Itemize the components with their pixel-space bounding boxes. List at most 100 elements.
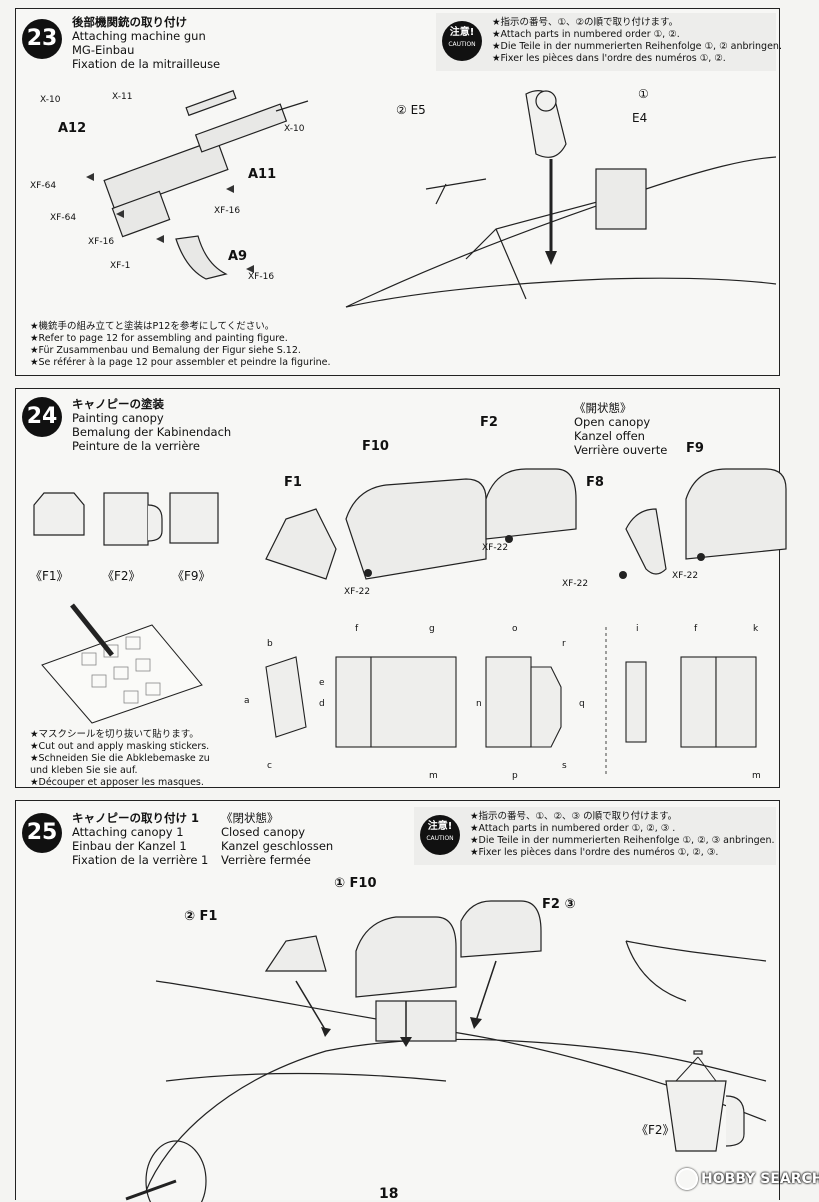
- label-xf64-b: XF-64: [50, 213, 77, 223]
- caution-line-fr: ★Fixer les pièces dans l'ordre des numér…: [492, 53, 726, 64]
- label-f2: F2 ③: [542, 897, 576, 912]
- title-de: Bemalung der Kabinendach: [72, 425, 232, 439]
- figure-note: ★機銃手の組み立てと塗装はP12を参考にしてください。 ★Refer to pa…: [30, 321, 331, 369]
- open-en: Open canopy: [574, 415, 651, 429]
- caution-line-en: ★Attach parts in numbered order ①, ②.: [492, 29, 680, 40]
- letter-f: f: [355, 624, 359, 634]
- label-e4-number: ①: [638, 87, 649, 101]
- step-24-panel: 24 キャノピーの塗装 Painting canopy Bemalung der…: [15, 388, 787, 789]
- part-f1: F1: [284, 475, 302, 490]
- letter-r: r: [562, 639, 566, 649]
- letter-b: b: [267, 639, 273, 649]
- letter-f-b: f: [694, 624, 698, 634]
- watermark: HOBBY SEARCH: [676, 1168, 819, 1190]
- title-de: MG-Einbau: [72, 43, 135, 57]
- title-ja: キャノピーの塗装: [72, 397, 164, 411]
- letter-p: p: [512, 771, 518, 781]
- note-en: ★Refer to page 12 for assembling and pai…: [30, 333, 288, 344]
- masking-sheet-drawing: [41, 603, 203, 724]
- note-fr: ★Se référer à la page 12 pour assembler …: [30, 357, 331, 368]
- watermark-logo-icon: [676, 1168, 698, 1190]
- letter-g: g: [429, 624, 435, 634]
- label-e5: ② E5: [396, 103, 426, 117]
- part-views-drawing: [33, 492, 219, 546]
- caution-line-ja: ★指示の番号、①、②、③ の順で取り付けます。: [470, 811, 678, 822]
- part-f9: F9: [686, 441, 704, 456]
- letter-s: s: [562, 761, 567, 771]
- closed-fr: Verrière fermée: [221, 853, 311, 867]
- label-x10-b: X-10: [284, 124, 305, 134]
- paint-xf22-c: XF-22: [562, 579, 589, 589]
- letter-m: m: [752, 771, 761, 781]
- step-number: 24: [22, 397, 62, 437]
- label-a12: A12: [58, 121, 87, 136]
- open-ja: 《開状態》: [574, 401, 632, 415]
- title-en: Attaching machine gun: [72, 29, 206, 43]
- label-xf1: XF-1: [110, 261, 131, 271]
- title-fr: Peinture de la verrière: [72, 439, 200, 453]
- masking-note: ★マスクシールを切り抜いて貼ります。 ★Cut out and apply ma…: [30, 729, 210, 789]
- paint-xf22-d: XF-22: [672, 571, 699, 581]
- part-f8: F8: [586, 475, 604, 490]
- label-f10: ① F10: [334, 876, 377, 891]
- caution-badge: 注意!CAUTION: [442, 21, 482, 61]
- aircraft-canopy-drawing: [125, 900, 767, 1202]
- title-ja: 後部機関銃の取り付け: [72, 15, 187, 29]
- label-xf16: XF-16: [214, 206, 241, 216]
- step-titles: キャノピーの塗装 Painting canopy Bemalung der Ka…: [72, 397, 231, 453]
- open-fr: Verrière ouverte: [574, 443, 668, 457]
- caution-line-en: ★Attach parts in numbered order ①, ②, ③ …: [470, 823, 676, 834]
- paint-xf22: XF-22: [344, 587, 371, 597]
- title-de: Einbau der Kanzel 1: [72, 839, 187, 853]
- caution-box: 注意!CAUTION ★指示の番号、①、②の順で取り付けます。 ★Attach …: [436, 13, 782, 71]
- step-number: 25: [22, 813, 62, 853]
- caution-line-de: ★Die Teile in der nummerierten Reihenfol…: [492, 41, 782, 52]
- title-fr: Fixation de la verrière 1: [72, 853, 209, 867]
- title-en: Attaching canopy 1: [72, 825, 184, 839]
- letter-q: q: [579, 699, 585, 709]
- step-23-panel: 23 後部機関銃の取り付け Attaching machine gun MG-E…: [15, 8, 782, 376]
- caution-box: 注意!CAUTION ★指示の番号、①、②、③ の順で取り付けます。 ★Atta…: [414, 807, 776, 865]
- step-titles: 後部機関銃の取り付け Attaching machine gun MG-Einb…: [72, 15, 220, 71]
- part-f10: F10: [362, 439, 389, 454]
- note-en: ★Cut out and apply masking stickers.: [30, 741, 210, 752]
- letter-c: c: [267, 761, 272, 771]
- title-en: Painting canopy: [72, 411, 164, 425]
- view-f1-label: 《F1》: [30, 569, 69, 583]
- note-de-2: und kleben Sie sie auf.: [30, 765, 138, 776]
- open-canopy-titles: 《開状態》 Open canopy Kanzel offen Verrière …: [574, 401, 667, 457]
- part-f2: F2: [480, 415, 498, 430]
- fuselage-gunner-drawing: [345, 90, 777, 308]
- paint-xf22-b: XF-22: [482, 543, 509, 553]
- letter-k: k: [753, 624, 759, 634]
- title-fr: Fixation de la mitrailleuse: [72, 57, 221, 71]
- view-f9-label: 《F9》: [172, 569, 211, 583]
- canopy-parts-drawing: [265, 468, 787, 580]
- label-xf64: XF-64: [30, 181, 57, 191]
- label-x11: X-11: [112, 92, 133, 102]
- open-de: Kanzel offen: [574, 429, 645, 443]
- label-f1: ② F1: [184, 909, 218, 924]
- label-xf16-b: XF-16: [88, 237, 115, 247]
- note-ja: ★機銃手の組み立てと塗装はP12を参考にしてください。: [30, 321, 275, 332]
- closed-en: Closed canopy: [221, 825, 306, 839]
- page-number: 18: [379, 1186, 399, 1202]
- letter-n: n: [476, 699, 482, 709]
- label-xf16-c: XF-16: [248, 272, 275, 282]
- letter-d: d: [319, 699, 325, 709]
- caution-line-fr: ★Fixer les pièces dans l'ordre des numér…: [470, 847, 719, 858]
- label-a11: A11: [248, 167, 277, 182]
- caution-line-de: ★Die Teile in der nummerierten Reihenfol…: [470, 835, 775, 846]
- note-de-1: ★Schneiden Sie die Abklebemaske zu: [30, 753, 210, 764]
- machine-gun-drawing: [86, 89, 309, 280]
- label-x10: X-10: [40, 95, 61, 105]
- closed-ja: 《閉状態》: [221, 811, 279, 825]
- title-ja: キャノピーの取り付け 1: [72, 811, 200, 825]
- step-titles: キャノピーの取り付け 1 Attaching canopy 1 Einbau d…: [72, 811, 208, 867]
- letter-a: a: [244, 696, 250, 706]
- masking-diagrams: [265, 627, 757, 777]
- note-ja: ★マスクシールを切り抜いて貼ります。: [30, 729, 199, 740]
- label-e4: E4: [632, 111, 648, 125]
- closed-canopy-titles: 《閉状態》 Closed canopy Kanzel geschlossen V…: [221, 811, 333, 867]
